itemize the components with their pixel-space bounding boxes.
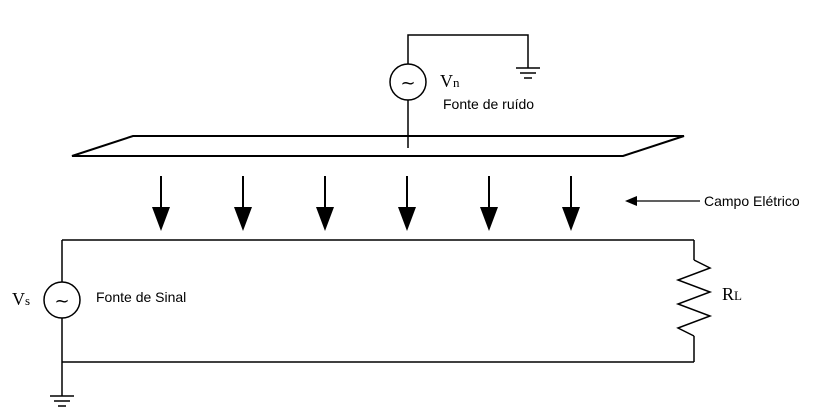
load-resistor-symbol-subscript: L <box>734 288 742 303</box>
field-arrow-head <box>398 207 416 231</box>
field-arrow-head <box>234 207 252 231</box>
field-arrow <box>562 176 580 231</box>
field-arrow <box>234 176 252 231</box>
signal-source-symbol-subscript: s <box>25 293 31 308</box>
noise-source-symbol-subscript: n <box>453 75 460 90</box>
noise-source-symbol: Vn <box>440 72 460 90</box>
field-arrow <box>398 176 416 231</box>
signal-source-symbol-letter: V <box>12 289 25 309</box>
noise-source-symbol-letter: V <box>440 71 453 91</box>
field-arrow <box>480 176 498 231</box>
field-arrow-head <box>316 207 334 231</box>
signal-source-symbol: Vs <box>12 290 30 308</box>
electric-field-label: Campo Elétrico <box>704 193 800 209</box>
signal-source-icon <box>43 281 81 319</box>
signal-source-glyph: ~ <box>54 291 69 312</box>
electric-field-arrows <box>152 176 580 231</box>
field-arrow <box>152 176 170 231</box>
load-resistor-icon <box>675 259 713 337</box>
load-resistor-symbol: RL <box>722 285 742 303</box>
noise-ground-icon <box>516 67 540 79</box>
field-arrow-head <box>562 207 580 231</box>
noise-source-glyph: ~ <box>400 73 415 94</box>
coupling-plate <box>71 135 685 157</box>
noise-source-ground-wire <box>407 34 529 68</box>
load-resistor-symbol-letter: R <box>722 284 735 304</box>
field-arrow-head <box>152 207 170 231</box>
signal-ground-icon <box>50 395 74 407</box>
noise-source-label: Fonte de ruído <box>443 96 535 112</box>
signal-source-label: Fonte de Sinal <box>96 289 187 305</box>
field-arrow <box>316 176 334 231</box>
field-arrow-head <box>480 207 498 231</box>
field-label-pointer-head <box>625 196 637 206</box>
